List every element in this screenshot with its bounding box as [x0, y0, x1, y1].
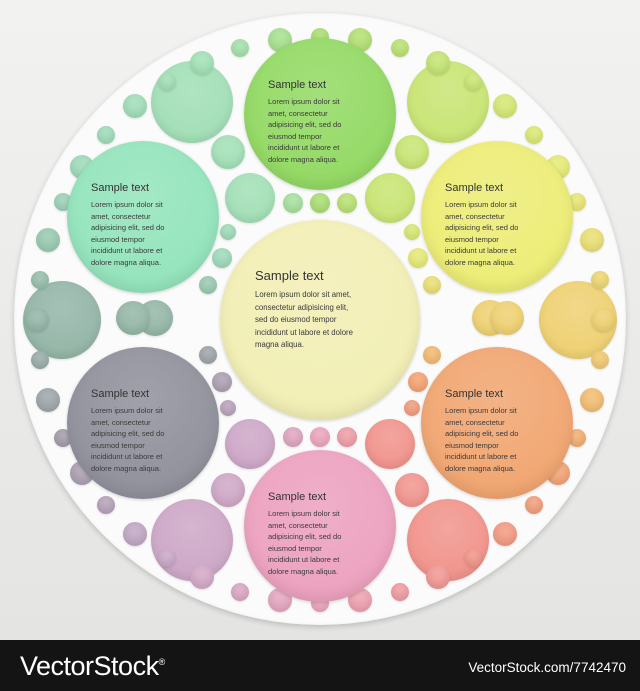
- panel-title: Sample text: [445, 388, 504, 400]
- panel-center: Sample text Lorem ipsum dolor sit amet, …: [220, 220, 420, 420]
- decorative-bubble: [30, 270, 49, 289]
- decorative-bubble: [425, 565, 450, 590]
- decorative-bubble: [365, 419, 415, 469]
- decorative-bubble: [97, 125, 116, 144]
- decorative-bubble: [524, 496, 543, 515]
- panel-body: Lorem ipsum dolor sit amet, consectetur …: [255, 290, 353, 349]
- panel-body: Lorem ipsum dolor sit amet, consectetur …: [445, 406, 519, 473]
- decorative-bubble: [36, 228, 61, 253]
- brand-logo-text: VectorStock: [20, 651, 159, 681]
- decorative-bubble: [493, 94, 518, 119]
- panel-title: Sample text: [268, 491, 327, 503]
- decorative-bubble: [310, 427, 330, 447]
- decorative-bubble: [390, 582, 409, 601]
- decorative-bubble: [568, 193, 587, 212]
- registered-mark: ®: [158, 657, 166, 667]
- panel-title: Sample text: [445, 182, 504, 194]
- panel-orange: Sample text Lorem ipsum dolor sit amet, …: [421, 347, 573, 499]
- decorative-bubble: [423, 276, 441, 294]
- panel-green: Sample text Lorem ipsum dolor sit amet, …: [244, 38, 396, 190]
- decorative-bubble: [493, 521, 518, 546]
- panel-body: Lorem ipsum dolor sit amet, consectetur …: [91, 406, 165, 473]
- decorative-bubble: [211, 135, 245, 169]
- watermark-bar: VectorStock® VectorStock.com/7742470: [0, 640, 640, 691]
- decorative-bubble: [199, 346, 217, 364]
- decorative-bubble: [395, 135, 429, 169]
- decorative-bubble: [464, 549, 482, 568]
- decorative-bubble: [425, 50, 450, 75]
- decorative-bubble: [211, 473, 245, 507]
- decorative-bubble: [464, 72, 482, 91]
- bubble-diagram: Sample text Lorem ipsum dolor sit amet, …: [23, 27, 617, 613]
- decorative-bubble: [122, 521, 147, 546]
- decorative-bubble: [310, 193, 330, 213]
- decorative-bubble: [408, 372, 428, 392]
- panel-slate: Sample text Lorem ipsum dolor sit amet, …: [67, 347, 219, 499]
- decorative-bubble: [390, 39, 409, 58]
- decorative-bubble: [579, 387, 604, 412]
- panel-yellow: Sample text Lorem ipsum dolor sit amet, …: [421, 141, 573, 293]
- decorative-bubble: [591, 308, 615, 332]
- panel-body: Lorem ipsum dolor sit amet, consectetur …: [445, 200, 519, 267]
- panel-body: Lorem ipsum dolor sit amet, consectetur …: [268, 509, 342, 576]
- decorative-bubble: [25, 308, 49, 332]
- decorative-bubble: [404, 400, 420, 416]
- decorative-bubble: [524, 125, 543, 144]
- decorative-bubble: [579, 228, 604, 253]
- decorative-bubble: [337, 193, 357, 213]
- panel-title: Sample text: [255, 268, 324, 283]
- decorative-bubble: [283, 193, 303, 213]
- decorative-bubble: [404, 224, 420, 240]
- brand-site-url: VectorStock.com/7742470: [468, 660, 626, 675]
- decorative-bubble: [225, 419, 275, 469]
- brand-logo: VectorStock®: [20, 651, 165, 682]
- decorative-bubble: [97, 496, 116, 515]
- panel-mint: Sample text Lorem ipsum dolor sit amet, …: [67, 141, 219, 293]
- decorative-bubble: [283, 427, 303, 447]
- decorative-bubble: [122, 94, 147, 119]
- decorative-bubble: [220, 400, 236, 416]
- decorative-bubble: [116, 301, 150, 335]
- decorative-bubble: [36, 387, 61, 412]
- decorative-bubble: [190, 50, 215, 75]
- decorative-bubble: [408, 248, 428, 268]
- decorative-bubble: [212, 372, 232, 392]
- decorative-bubble: [568, 428, 587, 447]
- decorative-bubble: [591, 351, 610, 370]
- decorative-bubble: [395, 473, 429, 507]
- decorative-bubble: [220, 224, 236, 240]
- panel-body: Lorem ipsum dolor sit amet, consectetur …: [268, 97, 342, 164]
- decorative-bubble: [190, 565, 215, 590]
- decorative-bubble: [199, 276, 217, 294]
- decorative-bubble: [157, 72, 176, 91]
- panel-title: Sample text: [268, 79, 327, 91]
- decorative-bubble: [423, 346, 441, 364]
- decorative-bubble: [225, 173, 275, 223]
- decorative-bubble: [407, 499, 489, 581]
- decorative-bubble: [151, 499, 233, 581]
- decorative-bubble: [490, 301, 524, 335]
- decorative-bubble: [365, 173, 415, 223]
- decorative-bubble: [231, 582, 250, 601]
- decorative-bubble: [30, 351, 49, 370]
- panel-title: Sample text: [91, 182, 150, 194]
- decorative-bubble: [212, 248, 232, 268]
- panel-title: Sample text: [91, 388, 150, 400]
- decorative-bubble: [337, 427, 357, 447]
- panel-pink: Sample text Lorem ipsum dolor sit amet, …: [244, 450, 396, 602]
- panel-body: Lorem ipsum dolor sit amet, consectetur …: [91, 200, 165, 267]
- decorative-bubble: [591, 270, 610, 289]
- decorative-bubble: [157, 549, 176, 568]
- decorative-bubble: [231, 39, 250, 58]
